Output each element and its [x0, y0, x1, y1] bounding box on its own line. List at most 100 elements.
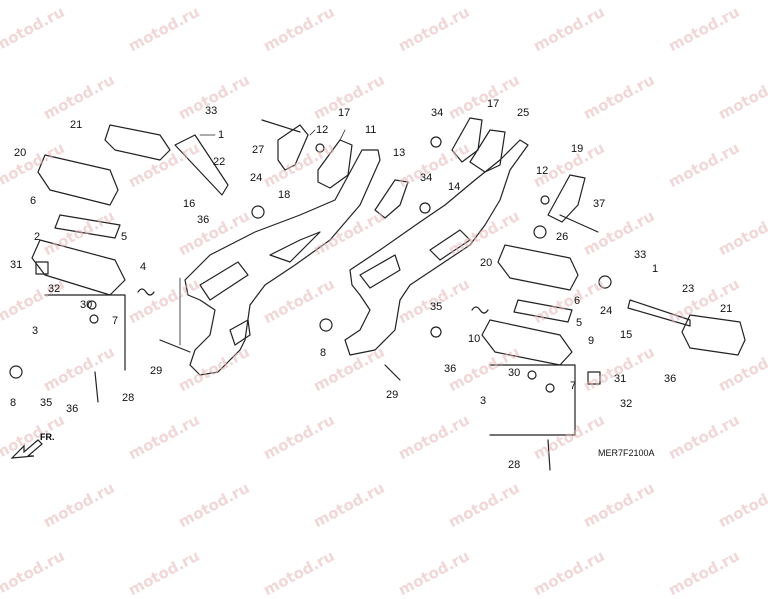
- part-callout-22: 22: [213, 156, 226, 168]
- part-callout-4: 4: [140, 261, 147, 273]
- part-callout-20: 20: [14, 147, 27, 159]
- part-callout-28: 28: [508, 459, 521, 471]
- part-callout-30: 30: [80, 299, 93, 311]
- washer-24-right: [598, 275, 612, 289]
- bolt-8-right: [319, 318, 333, 332]
- footpeg-plate-right: [513, 299, 573, 323]
- heel-plate-far: [547, 174, 586, 223]
- footpeg-left: [37, 154, 119, 206]
- part-callout-29: 29: [386, 389, 399, 401]
- washer-30-left: [87, 300, 97, 310]
- part-callout-7: 7: [112, 315, 119, 327]
- part-callout-13: 13: [393, 147, 406, 159]
- bolt-27: [261, 119, 301, 133]
- part-callout-20: 20: [480, 257, 493, 269]
- part-callout-21: 21: [720, 303, 733, 315]
- part-callout-3: 3: [32, 325, 39, 337]
- part-callout-12: 12: [316, 124, 329, 136]
- nut-31-left: [35, 261, 49, 275]
- part-callout-6: 6: [574, 295, 581, 307]
- part-callout-2: 2: [34, 231, 41, 243]
- part-callout-18: 18: [278, 189, 291, 201]
- part-callout-31: 31: [10, 259, 23, 271]
- bolt-29-right: [384, 364, 401, 381]
- part-callout-36: 36: [444, 363, 457, 375]
- part-callout-23: 23: [682, 283, 695, 295]
- heel-guard-right: [469, 129, 506, 173]
- part-callout-25: 25: [517, 107, 530, 119]
- nut-34-right: [430, 136, 442, 148]
- part-callout-35: 35: [40, 397, 53, 409]
- group-box-right: [489, 364, 576, 436]
- front-direction-label: FR.: [40, 432, 55, 442]
- part-callout-30: 30: [508, 367, 521, 379]
- part-callout-29: 29: [150, 365, 163, 377]
- part-callout-5: 5: [121, 231, 128, 243]
- part-callout-36: 36: [197, 214, 210, 226]
- pin-right: [627, 299, 691, 327]
- collar-12: [315, 143, 325, 153]
- part-callout-11: 11: [365, 124, 377, 136]
- washer-24-left: [251, 205, 265, 219]
- part-callout-32: 32: [620, 398, 633, 410]
- nut-31-right: [587, 371, 601, 385]
- heel-plate-left: [277, 124, 309, 171]
- footpeg-plate-left: [54, 214, 121, 239]
- front-direction-arrow: FR.: [8, 432, 68, 462]
- washer-7-right: [545, 383, 555, 393]
- heel-plate-mid: [374, 179, 409, 219]
- part-callout-26: 26: [556, 231, 569, 243]
- parts-diagram: [9, 117, 746, 471]
- collar-12-right: [540, 195, 550, 205]
- part-callout-27: 27: [252, 144, 265, 156]
- part-callout-10: 10: [468, 333, 481, 345]
- part-callout-28: 28: [122, 392, 135, 404]
- part-callout-8: 8: [10, 397, 17, 409]
- part-callout-17: 17: [338, 107, 351, 119]
- heel-plate-right: [451, 117, 483, 163]
- bolt-28-right: [547, 439, 551, 471]
- part-callout-1: 1: [218, 129, 225, 141]
- part-callout-33: 33: [205, 105, 218, 117]
- part-callout-3: 3: [480, 395, 487, 407]
- right-step-bracket: [344, 139, 529, 356]
- footpeg-rubber-right: [681, 314, 746, 356]
- part-callout-5: 5: [576, 317, 583, 329]
- part-callout-31: 31: [614, 373, 627, 385]
- part-callout-24: 24: [250, 172, 263, 184]
- part-callout-7: 7: [570, 380, 577, 392]
- part-callout-6: 6: [30, 195, 37, 207]
- part-callout-8: 8: [320, 347, 327, 359]
- washer-7-left: [89, 314, 99, 324]
- part-callout-34: 34: [420, 172, 433, 184]
- spring-4: [137, 288, 155, 296]
- pin-left: [174, 134, 229, 196]
- footpeg-rubber-left-upper: [104, 124, 171, 161]
- part-callout-14: 14: [448, 181, 461, 193]
- diagram-code: MER7F2100A: [598, 448, 655, 458]
- left-step-bracket: [184, 149, 381, 376]
- part-callout-33: 33: [634, 249, 647, 261]
- washer-30-right: [527, 370, 537, 380]
- footpeg-right: [497, 244, 579, 291]
- nut-34-left: [419, 202, 431, 214]
- part-callout-32: 32: [48, 283, 61, 295]
- group-box-left: [44, 294, 126, 371]
- part-callout-24: 24: [600, 305, 613, 317]
- bolt-37: [559, 214, 599, 233]
- part-callout-16: 16: [183, 198, 196, 210]
- part-callout-36: 36: [664, 373, 677, 385]
- bolt-29-left: [159, 339, 191, 353]
- part-callout-17: 17: [487, 98, 500, 110]
- collar-26: [533, 225, 547, 239]
- part-callout-9: 9: [588, 335, 595, 347]
- bolt-28-left: [94, 371, 99, 403]
- part-callout-21: 21: [70, 119, 83, 131]
- part-callout-15: 15: [620, 329, 633, 341]
- washer-35: [430, 326, 442, 338]
- part-callout-34: 34: [431, 107, 444, 119]
- part-callout-37: 37: [593, 198, 606, 210]
- part-callout-36: 36: [66, 403, 79, 415]
- footpeg-holder-left: [31, 239, 126, 296]
- footpeg-holder-right: [481, 319, 573, 366]
